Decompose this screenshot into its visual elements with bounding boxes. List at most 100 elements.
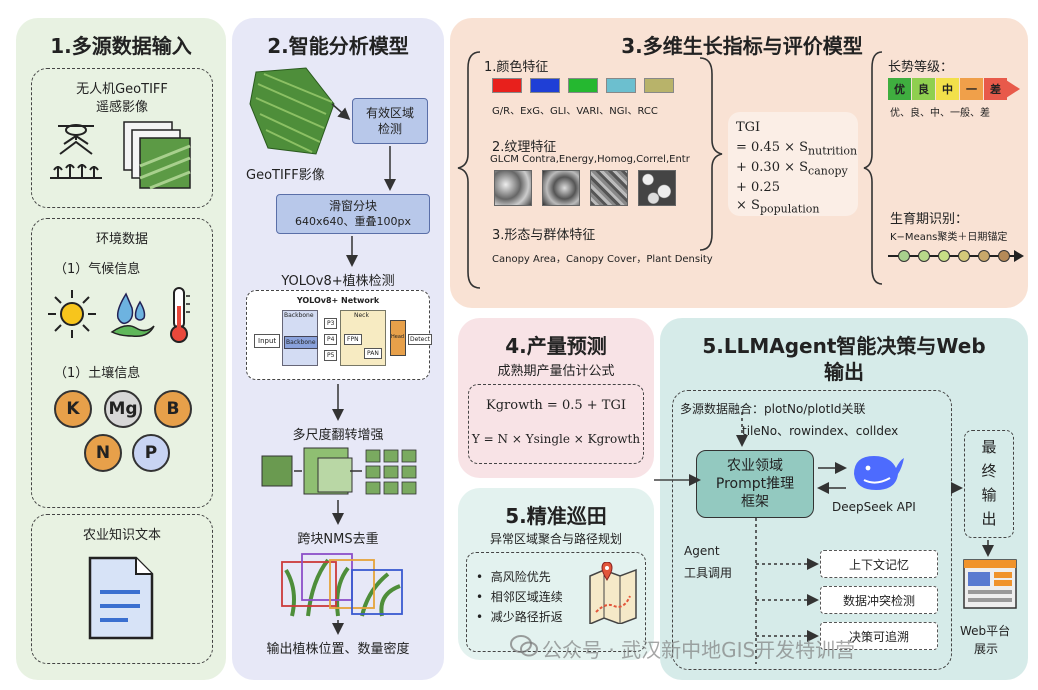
- stage-dot-5: [978, 250, 990, 262]
- framework-line1: 农业领域: [727, 457, 783, 474]
- swatch-olive: [644, 78, 674, 93]
- panel-analysis-model: 2.智能分析模型 GeoTIFF影像 有效区域 检测 滑窗分块 640x640、…: [232, 18, 444, 680]
- tool-traceable: 决策可追溯: [820, 622, 938, 650]
- tool-conflict-detect: 数据冲突检测: [820, 586, 938, 614]
- yield-formula2: Y = N × Ysingle × Kgrowth: [471, 432, 641, 446]
- map-route-icon: [589, 562, 637, 624]
- formula-sub1: nutrition: [808, 144, 858, 158]
- tgi-box: [728, 112, 858, 216]
- stage-dot-4: [958, 250, 970, 262]
- formula-sub2: canopy: [808, 164, 848, 178]
- framework-box: 农业领域 Prompt推理 框架: [696, 450, 814, 518]
- sliding-label: 滑窗分块: [328, 199, 377, 214]
- valid-area-box: 有效区域 检测: [352, 98, 428, 144]
- panel-growth-eval: 3.多维生长指标与评价模型 1.颜色特征 G/R、ExG、GLI、VARI、NG…: [450, 18, 1028, 308]
- formula-line2: + 0.30 × Scanopy: [736, 160, 848, 178]
- patrol-item-3-text: 减少路径折返: [490, 610, 563, 624]
- net-p5: P5: [324, 350, 338, 361]
- document-icon: [88, 556, 154, 640]
- grade-good: 良: [912, 78, 935, 100]
- net-head: Head: [391, 334, 405, 340]
- panel-yield: 4.产量预测 成熟期产量估计公式 Kgrowth = 0.5 + TGI Y =…: [458, 318, 654, 478]
- panel2-title: 2.智能分析模型: [267, 34, 409, 58]
- grade-medium: 中: [936, 78, 959, 100]
- patrol-item-1: • 高风险优先: [476, 570, 551, 584]
- geotiff-label: GeoTIFF影像: [246, 168, 325, 183]
- panel5a-title: 5.精准巡田: [505, 504, 607, 528]
- soil-n: N: [84, 434, 122, 472]
- final-3: 输: [981, 486, 997, 504]
- formula-line3: + 0.25: [736, 180, 780, 195]
- swatch-cyan: [606, 78, 636, 93]
- grade-poor: 差: [984, 78, 1007, 100]
- fusion-label: 多源数据融合：plotNo/plotId关联: [680, 402, 866, 416]
- texture-4: [638, 170, 676, 206]
- texture-feat-label: 2.纹理特征: [492, 140, 557, 155]
- panel-llm-agent: 5.LLMAgent智能决策与Web 输出 多源数据融合：plotNo/plot…: [660, 318, 1028, 680]
- panel5b-title: 5.LLMAgent智能决策与Web: [702, 334, 986, 358]
- agent-label2: 工具调用: [684, 566, 733, 580]
- valid-area-label: 有效区域: [365, 105, 414, 120]
- panel-data-input: 1.多源数据输入 无人机GeoTIFF 遥感影像 环境数据 （1）气候信息: [16, 18, 226, 680]
- stage-dot-3: [938, 250, 950, 262]
- net-p4: P4: [324, 334, 338, 345]
- far-bracket: [863, 51, 883, 285]
- env-label: 环境数据: [95, 232, 148, 247]
- soil-b: B: [154, 390, 192, 428]
- drone-icon: [50, 124, 102, 179]
- framework-line2: Prompt推理: [715, 475, 795, 492]
- right-bracket: [699, 57, 723, 251]
- tool-context-memory: 上下文记忆: [820, 550, 938, 578]
- deepseek-whale-icon: [854, 456, 904, 490]
- yield-formula1: Kgrowth = 0.5 + TGI: [486, 398, 626, 413]
- sun-icon: [48, 290, 96, 338]
- nms-boxes: [281, 553, 403, 617]
- sliding-window-box: 滑窗分块 640x640、重叠100px: [276, 194, 430, 234]
- stage-dot-1: [898, 250, 910, 262]
- patrol-item-2-text: 相邻区域连续: [490, 590, 563, 604]
- shape-feat-label: 3.形态与群体特征: [492, 228, 596, 243]
- stage-dot-6: [998, 250, 1010, 262]
- valid-area-label2: 检测: [377, 122, 402, 136]
- net-pan: PAN: [364, 348, 382, 359]
- color-labels: G/R、ExG、GLI、VARI、NGI、RCC: [492, 106, 658, 117]
- panel5b-arrows: [736, 412, 994, 664]
- net-neck: Neck: [354, 312, 369, 319]
- watermark: 公众号 · 武汉新中地GIS开发特训营: [542, 638, 856, 662]
- uav-label2: 遥感影像: [95, 100, 148, 115]
- texture-3: [590, 170, 628, 206]
- swatch-blue: [530, 78, 560, 93]
- yolo-label: YOLOv8+植株检测: [281, 274, 395, 289]
- soil-k: K: [54, 390, 92, 428]
- patrol-box: [466, 552, 646, 652]
- patrol-subtitle: 异常区域聚合与路径规划: [489, 532, 622, 546]
- water-drop-icon: [110, 292, 155, 338]
- formula-line1-text: = 0.45 × S: [736, 140, 809, 155]
- patrol-item-3: • 减少路径折返: [476, 610, 563, 624]
- wechat-icon: [510, 635, 538, 657]
- web-dashboard-icon: [963, 559, 1017, 609]
- grade-fair: 一: [960, 78, 983, 100]
- final-2: 终: [981, 462, 997, 480]
- patrol-item-1-text: 高风险优先: [490, 570, 551, 584]
- net-head-bg: [390, 320, 406, 356]
- formula-line4: × Spopulation: [736, 198, 819, 216]
- panel-patrol: 5.精准巡田 异常区域聚合与路径规划 • 高风险优先 • 相邻区域连续 • 减少…: [458, 488, 654, 660]
- final-4: 出: [981, 510, 997, 528]
- color-feat-label: 1.颜色特征: [484, 60, 549, 75]
- uav-label: 无人机GeoTIFF: [76, 82, 168, 97]
- net-p3: P3: [324, 318, 338, 329]
- soil-label: （1）土壤信息: [54, 366, 141, 381]
- texture-1: [494, 170, 532, 206]
- fusion-label2: tileNo、rowindex、colldex: [742, 424, 899, 438]
- grade-title: 长势等级：: [888, 60, 954, 75]
- net-detect: Detect: [408, 334, 433, 345]
- web-label2: 展示: [974, 642, 999, 656]
- panel2-arrows: [331, 103, 396, 635]
- panel3-title: 3.多维生长指标与评价模型: [621, 34, 863, 58]
- nms-label: 跨块NMS去重: [297, 532, 379, 547]
- knowledge-box: [31, 514, 213, 664]
- net-fpn: FPN: [344, 334, 362, 345]
- panel5b-title2: 输出: [824, 360, 864, 384]
